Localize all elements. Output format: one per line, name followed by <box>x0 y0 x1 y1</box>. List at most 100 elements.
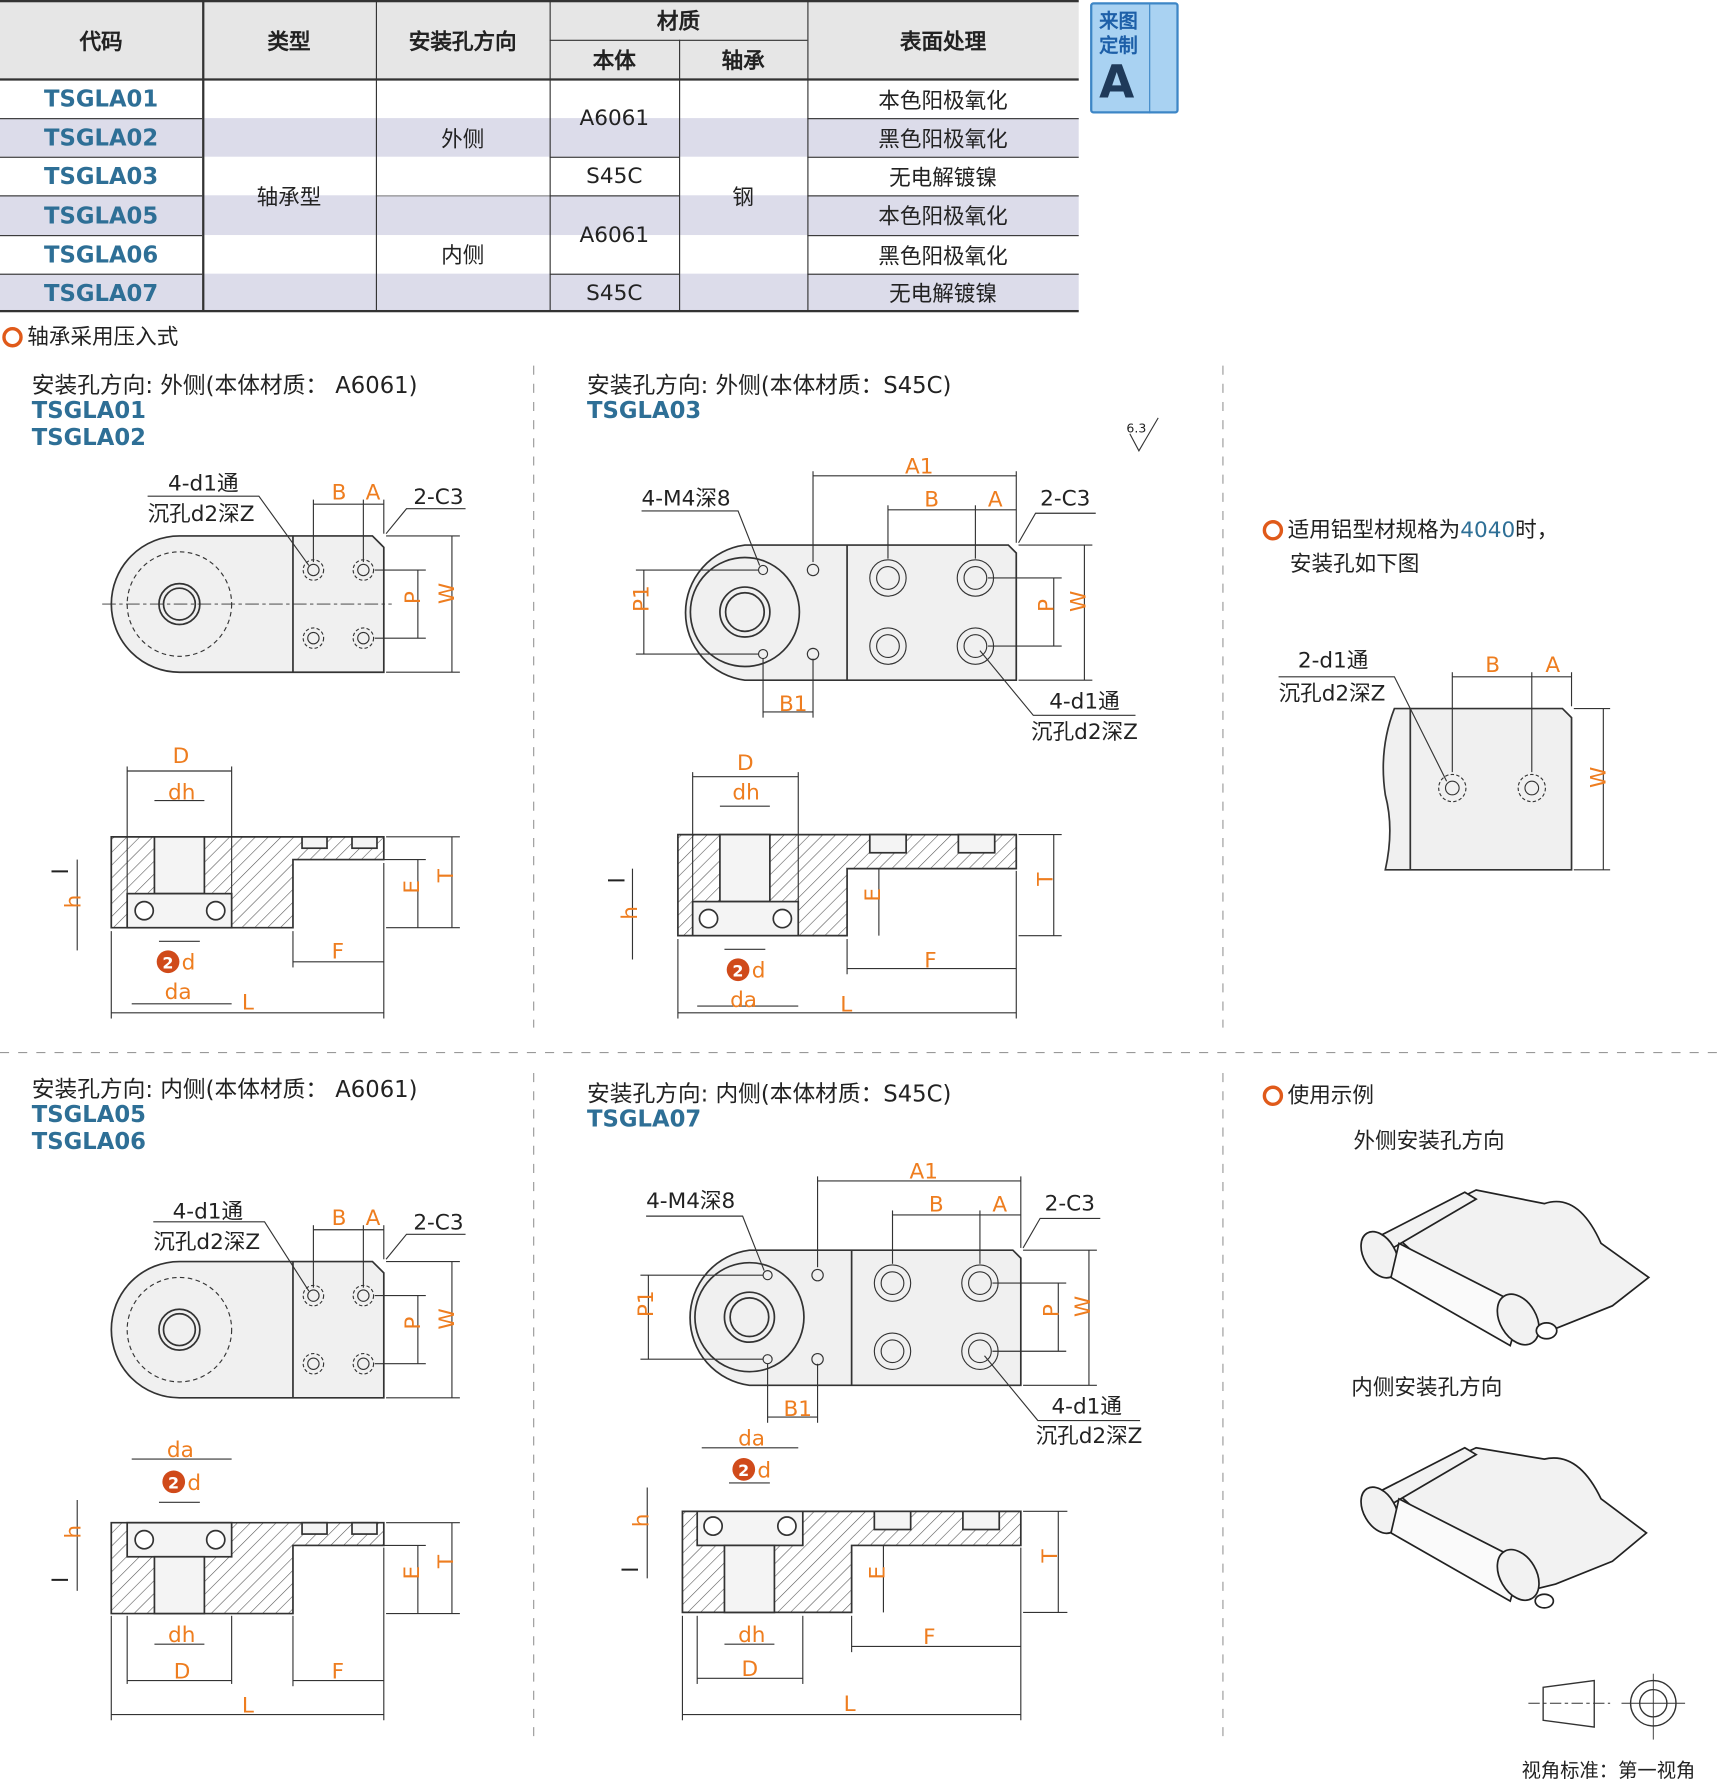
dimension-label: A1 <box>910 1160 938 1185</box>
dimension-label: E <box>400 880 425 894</box>
body-material-cell: A6061 <box>579 105 650 131</box>
dimension-label: 2-C3 <box>1040 486 1090 511</box>
inner-mount-example-illustration <box>1360 1446 1648 1609</box>
dimension-label: T <box>434 1554 459 1569</box>
profile-note-2: 安装孔如下图 <box>1289 551 1420 577</box>
first-angle-projection-icon <box>1528 1673 1686 1740</box>
dimension-label: 2 <box>168 1474 179 1493</box>
view-standard-label: 视角标准：第一视角 <box>1521 1760 1696 1783</box>
dimension-label: dh <box>168 1623 195 1648</box>
code-cell[interactable]: TSGLA03 <box>43 162 159 190</box>
dimension-label: P <box>1039 1304 1064 1317</box>
bullet-icon <box>1262 520 1284 541</box>
dimension-label: F <box>923 1625 935 1650</box>
dimension-label: d <box>752 959 766 984</box>
dimension-label: da <box>167 1438 194 1463</box>
hole-dir-cell: 外侧 <box>441 126 485 152</box>
dimension-label: P <box>401 591 426 604</box>
dimension-label: h <box>629 1514 654 1528</box>
dimension-label: 沉孔d2深Z <box>1031 720 1138 745</box>
dimension-label: l <box>49 1577 74 1583</box>
dimension-label: W <box>435 1308 460 1329</box>
dimension-label: 沉孔d2深Z <box>1279 682 1386 707</box>
dimension-label: 6.3 <box>1126 421 1146 436</box>
dimension-label: dh <box>168 780 195 805</box>
roughness-symbol: 6.3 <box>1126 417 1159 452</box>
dimension-label: 2-d1通 <box>1298 649 1368 674</box>
dimension-label: P1 <box>634 1290 659 1317</box>
dimension-label: l <box>606 877 631 883</box>
header-body: 本体 <box>592 48 636 74</box>
code-cell[interactable]: TSGLA01 <box>43 85 159 113</box>
body-material-cell: A6061 <box>579 221 650 247</box>
dimension-label: L <box>840 993 852 1018</box>
dimension-label: l <box>49 868 74 874</box>
code-cell[interactable]: TSGLA07 <box>43 278 159 307</box>
surface-cell: 黑色阳极氧化 <box>878 126 1008 152</box>
panel3-side-view <box>76 1458 460 1721</box>
dimension-label: 2 <box>732 962 743 981</box>
panel-title: 安装孔方向: 外侧(本体材质：S45C) <box>587 371 952 399</box>
dimension-label: h <box>62 1525 87 1539</box>
header-surface: 表面处理 <box>899 28 987 54</box>
custom-drawing-badge[interactable]: 来图 定制 A <box>1090 2 1179 114</box>
dimension-label: 4-d1通 <box>173 1199 243 1224</box>
outer-example-label: 外侧安装孔方向 <box>1353 1128 1505 1154</box>
panel-code[interactable]: TSGLA06 <box>31 1127 146 1155</box>
panel-code[interactable]: TSGLA02 <box>31 423 146 451</box>
panel-title: 安装孔方向: 内侧(本体材质： A6061) <box>31 1075 418 1103</box>
dimension-label: W <box>1071 1296 1096 1317</box>
dimension-label: B <box>1485 653 1500 678</box>
dimension-label: E <box>400 1566 425 1580</box>
dimension-label: T <box>1038 1548 1063 1563</box>
surface-cell: 无电解镀镍 <box>889 165 997 191</box>
dimension-label: l <box>619 1567 644 1573</box>
panel-code[interactable]: TSGLA05 <box>31 1100 146 1128</box>
dimension-label: T <box>1034 872 1059 887</box>
dimension-label: d <box>187 1471 201 1496</box>
dimension-label: B <box>924 487 939 512</box>
panel-code[interactable]: TSGLA07 <box>587 1104 702 1133</box>
dimension-label: B <box>332 481 347 506</box>
panel2-side-view <box>631 772 1062 1019</box>
dimension-label: A <box>1545 653 1560 678</box>
dimension-label: F <box>332 1659 344 1684</box>
header-material: 材质 <box>656 9 701 35</box>
code-cell[interactable]: TSGLA02 <box>43 123 159 152</box>
example-title: 使用示例 <box>1262 1079 1374 1110</box>
panel-code[interactable]: TSGLA03 <box>587 396 702 424</box>
dimension-label: 4-d1通 <box>1051 1395 1121 1420</box>
badge-letter: A <box>1099 56 1135 110</box>
dimension-label: 4-M4深8 <box>642 486 731 511</box>
panel-code[interactable]: TSGLA01 <box>31 396 146 424</box>
dimension-label: E <box>861 888 886 902</box>
dimension-label: da <box>738 1426 765 1451</box>
dimension-label: d <box>757 1458 771 1483</box>
code-cell[interactable]: TSGLA05 <box>43 201 159 229</box>
dimension-label: 2-C3 <box>413 1211 463 1236</box>
dimension-label: T <box>434 868 459 883</box>
dimension-label: A <box>992 1193 1007 1218</box>
profile-note: 适用铝型材规格为4040时， <box>1262 513 1558 544</box>
panel4-side-view <box>646 1447 1068 1721</box>
dimension-label: F <box>924 948 936 973</box>
surface-cell: 无电解镀镍 <box>889 281 997 307</box>
dimension-label: 2-C3 <box>1045 1191 1095 1216</box>
code-cell[interactable]: TSGLA06 <box>43 240 159 268</box>
body-material-cell: S45C <box>586 279 643 305</box>
dimension-label: B <box>332 1206 347 1231</box>
bearing-note: 轴承采用压入式 <box>2 320 178 351</box>
header-hole-dir: 安装孔方向 <box>408 28 517 54</box>
section-dividers <box>0 365 1726 1738</box>
dimension-label: W <box>435 583 460 604</box>
dimension-label: 沉孔d2深Z <box>1036 1424 1143 1449</box>
dimension-label: D <box>741 1657 758 1682</box>
dimension-label: D <box>173 744 190 769</box>
dimension-label: F <box>332 939 344 964</box>
bullet-icon <box>2 327 23 348</box>
dimension-label: B1 <box>779 692 808 717</box>
panel3-top-view <box>110 1221 466 1399</box>
